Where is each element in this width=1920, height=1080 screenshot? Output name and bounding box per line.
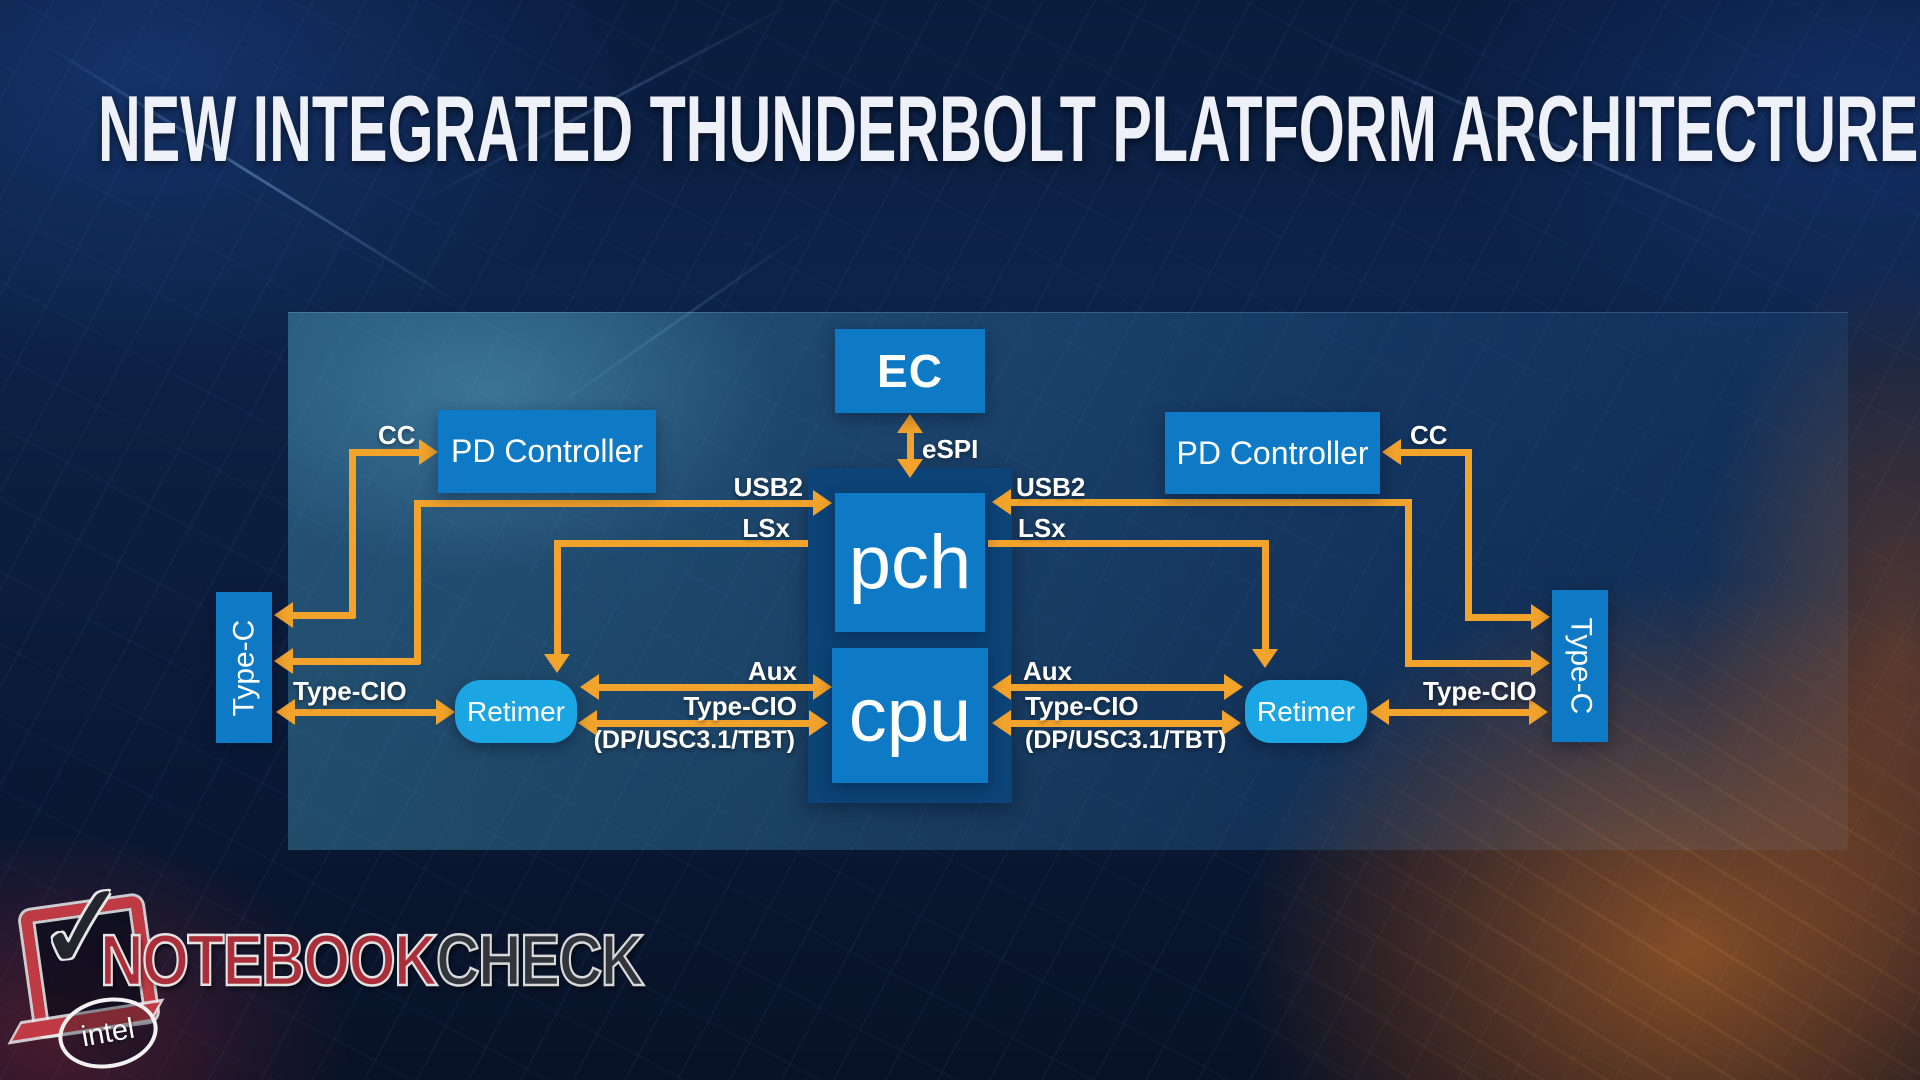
arrow-segment-cc-left xyxy=(349,448,422,456)
arrow-segment-type-cio-mid-left xyxy=(594,719,812,727)
arrow-segment-lsx-left xyxy=(557,539,808,547)
arrowhead-type-cio-outer-left xyxy=(436,699,455,725)
arrow-segment-usb2-left xyxy=(413,500,421,664)
arrowhead-cc-left xyxy=(419,439,438,465)
type-cio-outer-right-label: Type-CIO xyxy=(1423,676,1537,706)
arrowhead-usb2-left xyxy=(274,648,293,674)
arrowhead-type-cio-mid-right xyxy=(992,710,1011,736)
arrowhead-aux-left xyxy=(580,674,599,700)
arrow-segment-usb2-right xyxy=(1405,659,1534,667)
arrow-segment-cc-left xyxy=(348,449,356,618)
diagram-panel xyxy=(288,312,1848,850)
aux-left-label: Aux xyxy=(747,656,797,686)
pd-controller-right-box: PD Controller xyxy=(1165,412,1380,494)
retimer-right-node: Retimer xyxy=(1245,680,1367,743)
type-cio-mid-left-label: Type-CIO xyxy=(683,691,797,721)
notebookcheck-word-notebook: NOTEBOOK xyxy=(99,921,439,1001)
arrowhead-type-cio-outer-left xyxy=(276,699,295,725)
arrowhead-usb2-right xyxy=(992,489,1011,515)
arrow-segment-lsx-left xyxy=(553,540,561,655)
pch-box: pch xyxy=(835,493,985,632)
usb2-right-label: USB2 xyxy=(1016,472,1086,502)
arrowhead-cc-right xyxy=(1531,604,1550,630)
arrowhead-usb2-right xyxy=(1531,650,1550,676)
arrow-segment-cc-left xyxy=(290,611,355,619)
panel-sheen xyxy=(288,312,1848,850)
arrow-segment-cc-right xyxy=(1398,448,1471,456)
arrowhead-cc-right xyxy=(1382,439,1401,465)
espi-label: eSPI xyxy=(922,434,979,464)
lsx-right-label: LSx xyxy=(1018,513,1066,543)
ec-box: EC xyxy=(835,329,985,413)
arrow-segment-lsx-right xyxy=(1261,540,1269,650)
arrowhead-usb2-left xyxy=(813,490,832,516)
arrowhead-aux-right xyxy=(992,674,1011,700)
arrowhead-aux-right xyxy=(1224,674,1243,700)
arrowhead-type-cio-outer-right xyxy=(1529,699,1548,725)
cc-left-label: CC xyxy=(378,420,416,450)
arrowhead-aux-left xyxy=(813,674,832,700)
type-c-left-label: Type-C xyxy=(227,619,261,716)
arrow-segment-usb2-right xyxy=(1008,498,1411,506)
arrowhead-cc-left xyxy=(274,602,293,628)
dp-usc-tbt-right-label: (DP/USC3.1/TBT) xyxy=(1025,726,1227,754)
arrowhead-espi xyxy=(897,414,923,433)
arrow-segment-cc-right xyxy=(1464,449,1472,620)
arrow-segment-aux-right xyxy=(1008,683,1227,691)
arrowhead-lsx-left xyxy=(544,654,570,673)
type-c-right-label: Type-C xyxy=(1564,617,1598,715)
arrow-segment-type-cio-outer-right xyxy=(1386,708,1532,716)
notebookcheck-wordmark: NOTEBOOKCHECK xyxy=(99,924,645,999)
type-cio-outer-left-label: Type-CIO xyxy=(293,676,407,706)
arrow-segment-usb2-left xyxy=(414,499,814,507)
cc-right-label: CC xyxy=(1410,420,1448,450)
type-c-right-box: Type-C xyxy=(1552,590,1608,742)
arrowhead-espi xyxy=(897,459,923,478)
usb2-left-label: USB2 xyxy=(733,472,803,502)
aux-right-label: Aux xyxy=(1023,656,1073,686)
notebookcheck-word-check: CHECK xyxy=(435,921,645,1001)
arrowhead-type-cio-mid-right xyxy=(1222,710,1241,736)
arrowhead-type-cio-outer-right xyxy=(1370,699,1389,725)
dp-usc-tbt-left-label: (DP/USC3.1/TBT) xyxy=(593,726,795,754)
retimer-left-node: Retimer xyxy=(455,680,577,743)
type-cio-mid-right-label: Type-CIO xyxy=(1025,691,1139,721)
arrow-segment-espi xyxy=(906,430,914,462)
arrow-segment-cc-right xyxy=(1465,613,1534,621)
arrow-segment-type-cio-outer-left xyxy=(292,708,441,716)
cpu-box: cpu xyxy=(832,648,988,783)
arrowhead-type-cio-mid-left xyxy=(809,710,828,736)
arrowhead-type-cio-mid-left xyxy=(578,710,597,736)
arrow-segment-type-cio-mid-right xyxy=(1008,719,1225,727)
lsx-left-label: LSx xyxy=(742,513,790,543)
arrow-segment-lsx-right xyxy=(988,539,1268,547)
arrow-segment-usb2-left xyxy=(290,657,420,665)
arrow-segment-aux-left xyxy=(596,683,816,691)
arrowhead-lsx-right xyxy=(1252,649,1278,668)
type-c-left-box: Type-C xyxy=(216,592,272,743)
slide-title: NEW INTEGRATED THUNDERBOLT PLATFORM ARCH… xyxy=(98,76,1919,181)
arrow-segment-usb2-right xyxy=(1404,499,1412,666)
pd-controller-left-box: PD Controller xyxy=(438,410,656,493)
